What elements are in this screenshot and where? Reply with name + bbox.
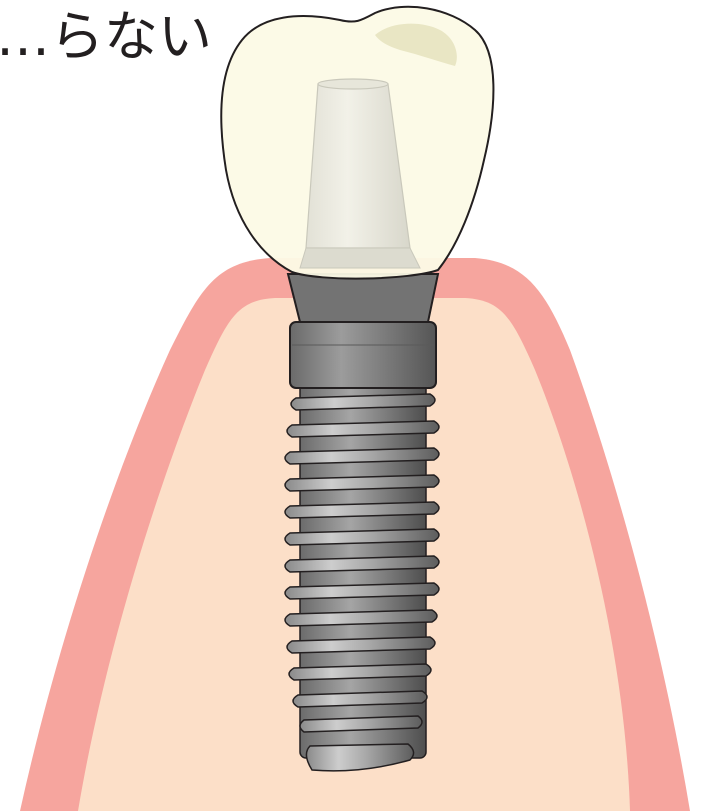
implant-collar <box>290 322 436 388</box>
abutment-neck <box>288 274 438 322</box>
